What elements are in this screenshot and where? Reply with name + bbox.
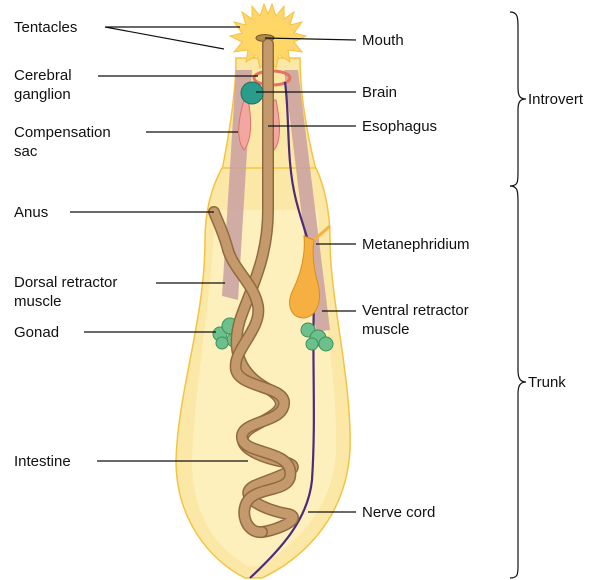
- label-dorsal-retractor-line1: Dorsal retractor: [14, 274, 117, 291]
- label-brain: Brain: [362, 84, 397, 101]
- label-gonad: Gonad: [14, 324, 59, 341]
- label-tentacles: Tentacles: [14, 19, 77, 36]
- trunk-bracket: [510, 186, 526, 578]
- label-trunk: Trunk: [528, 374, 566, 391]
- brain-organ: [241, 82, 263, 104]
- label-nerve-cord: Nerve cord: [362, 504, 435, 521]
- label-cerebral-ganglion-line1: Cerebral: [14, 67, 72, 84]
- label-esophagus: Esophagus: [362, 118, 437, 135]
- label-introvert: Introvert: [528, 91, 584, 108]
- label-compensation-sac-line2: sac: [14, 143, 38, 160]
- label-mouth: Mouth: [362, 32, 404, 49]
- label-anus: Anus: [14, 204, 48, 221]
- label-metanephridium: Metanephridium: [362, 236, 470, 253]
- leader-tentacles-2: [105, 27, 224, 49]
- label-compensation-sac-line1: Compensation: [14, 124, 111, 141]
- label-ventral-retractor-line2: muscle: [362, 321, 410, 338]
- label-intestine: Intestine: [14, 453, 71, 470]
- label-dorsal-retractor-line2: muscle: [14, 293, 62, 310]
- introvert-bracket: [510, 12, 526, 186]
- label-cerebral-ganglion-line2: ganglion: [14, 86, 71, 103]
- label-ventral-retractor-line1: Ventral retractor: [362, 302, 469, 319]
